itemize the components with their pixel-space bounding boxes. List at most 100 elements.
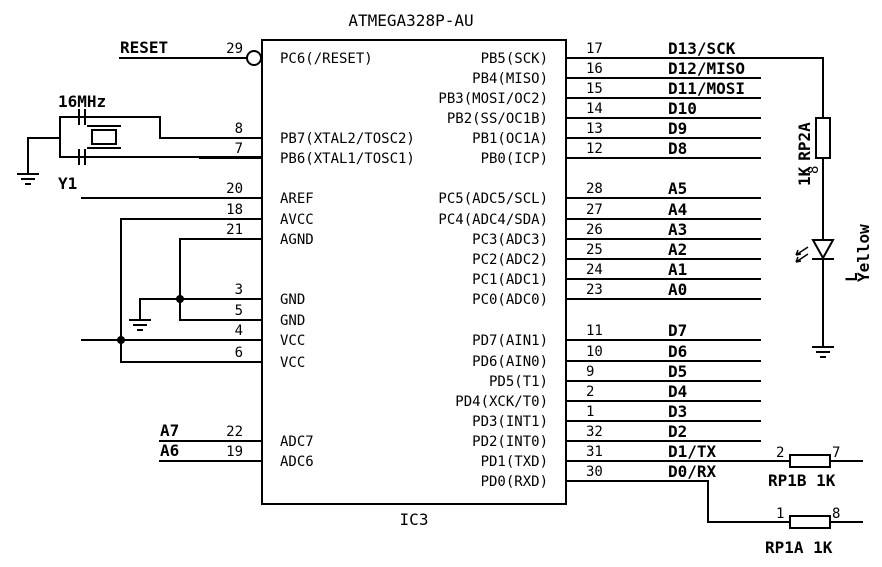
- pin-label: AVCC: [280, 212, 314, 228]
- power-wiring: [81, 197, 263, 363]
- pin-label: PD0(RXD): [481, 474, 548, 490]
- pin-number: 4: [235, 323, 243, 339]
- pin-number: 28: [586, 181, 603, 197]
- pin-number: 21: [226, 222, 243, 238]
- pin-label: PB5(SCK): [481, 51, 548, 67]
- pin-label: PB6(XTAL1/TOSC1): [280, 151, 415, 167]
- pin-number: 6: [235, 345, 243, 361]
- pin-number: 18: [226, 202, 243, 218]
- pin-number: 30: [586, 464, 603, 480]
- chip-name: ATMEGA328P-AU: [348, 11, 473, 30]
- pin-label: PC0(ADC0): [472, 292, 548, 308]
- chip-body: [261, 39, 567, 505]
- pin-number: 17: [586, 41, 603, 57]
- pin-number: 22: [226, 424, 243, 440]
- reset-inversion-bubble: [246, 50, 262, 66]
- pin-number: 31: [586, 444, 603, 460]
- pin-label: AGND: [280, 232, 314, 248]
- net-label: D0/RX: [668, 462, 717, 481]
- net-label: D12/MISO: [668, 59, 745, 78]
- rp1b-pin-left: 2: [776, 445, 784, 461]
- pin-label: PD7(AIN1): [472, 333, 548, 349]
- pin-number: 32: [586, 424, 603, 440]
- pin-label: PC1(ADC1): [472, 272, 548, 288]
- net-label: D10: [668, 99, 697, 118]
- crystal-frequency: 16MHz: [58, 92, 106, 111]
- net-label: RESET: [120, 38, 168, 57]
- junction-dot: [117, 336, 125, 344]
- pin-label: ADC6: [280, 454, 314, 470]
- pin-number: 23: [586, 282, 603, 298]
- pin-label: GND: [280, 313, 305, 329]
- rp1a-pin-left: 1: [776, 506, 784, 522]
- pin-label: PD6(AIN0): [472, 354, 548, 370]
- net-label: D8: [668, 139, 687, 158]
- led-branch: 1KRP2A 8 L Yellow: [759, 57, 873, 358]
- resistor-rp1b: [789, 454, 831, 468]
- rp2a-value: 1K: [795, 166, 814, 186]
- rp1a-pin-right: 8: [832, 506, 840, 522]
- net-label: D1/TX: [668, 442, 717, 461]
- pin-label: PC2(ADC2): [472, 252, 548, 268]
- chip-designator: IC3: [400, 510, 429, 529]
- pin-label: VCC: [280, 355, 305, 371]
- pin-number: 1: [586, 404, 594, 420]
- pin-label: PC5(ADC5/SCL): [438, 191, 548, 207]
- pin-number: 29: [226, 41, 243, 57]
- pin-label: PB7(XTAL2/TOSC2): [280, 131, 415, 147]
- pin-label: PD5(T1): [489, 374, 548, 390]
- net-label: A0: [668, 280, 687, 299]
- pin-label: PC4(ADC4/SDA): [438, 212, 548, 228]
- net-label: A3: [668, 220, 687, 239]
- pin-number: 25: [586, 242, 603, 258]
- pin-label: PB4(MISO): [472, 71, 548, 87]
- pin-label: PC3(ADC3): [472, 232, 548, 248]
- net-label: A1: [668, 260, 687, 279]
- pin-number: 8: [235, 121, 243, 137]
- net-label: D3: [668, 402, 687, 421]
- net-label: D9: [668, 119, 687, 138]
- rp1a-label: RP1A 1K: [765, 538, 833, 557]
- net-label: D2: [668, 422, 687, 441]
- serial-resistors: 2 7 RP1B 1K 1 8 RP1A 1K: [659, 445, 863, 557]
- pin-label: PB3(MOSI/OC2): [438, 91, 548, 107]
- crystal-y1: 16MHz Y1: [17, 92, 263, 193]
- net-label: A4: [668, 200, 687, 219]
- net-label: D11/MOSI: [668, 79, 745, 98]
- right-pin-group: 17PB5(SCK)D13/SCK16PB4(MISO)D12/MISO15PB…: [438, 39, 761, 490]
- pin-label: GND: [280, 292, 305, 308]
- pin-number: 26: [586, 222, 603, 238]
- net-label: D7: [668, 321, 687, 340]
- rp1b-pin-right: 7: [832, 445, 840, 461]
- pin-number: 14: [586, 101, 603, 117]
- rp1b-label: RP1B 1K: [768, 471, 836, 490]
- pin-number: 19: [226, 444, 243, 460]
- pin-number: 3: [235, 282, 243, 298]
- pin-label: ADC7: [280, 434, 314, 450]
- pin-label: AREF: [280, 191, 314, 207]
- led-designator: L: [842, 272, 861, 282]
- net-label: A6: [160, 441, 179, 460]
- rp2a-value-designator: 1KRP2A: [795, 122, 814, 186]
- net-label: D13/SCK: [668, 39, 736, 58]
- pin-label: VCC: [280, 333, 305, 349]
- pin-number: 9: [586, 364, 594, 380]
